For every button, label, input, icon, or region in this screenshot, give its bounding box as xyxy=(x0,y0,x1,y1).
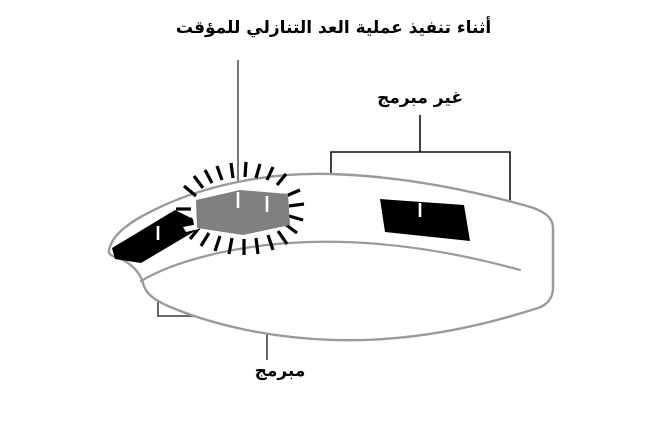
caption-programmed: مبرمج xyxy=(254,361,306,381)
flash-ray xyxy=(285,188,301,198)
segment-left-notch xyxy=(183,224,199,232)
flash-ray xyxy=(243,161,248,178)
flash-ray xyxy=(254,163,262,179)
flash-ray xyxy=(265,166,275,181)
flash-ray xyxy=(182,184,198,198)
flash-ray xyxy=(203,169,214,184)
caption-unprogrammed: غير مبرمج xyxy=(377,88,463,108)
flash-ray xyxy=(266,234,275,251)
flash-ray xyxy=(227,237,234,255)
flash-ray xyxy=(215,165,224,181)
caption-countdown-in-progress: أثناء تنفيذ عملية العد التنازلي للمؤقت xyxy=(175,18,492,38)
programmed-segment-right xyxy=(380,199,470,241)
flash-ray xyxy=(213,235,222,252)
flash-ray xyxy=(276,230,289,245)
leader-line-white-stubs xyxy=(156,192,422,240)
flash-ray xyxy=(254,237,260,255)
band-inner-fold-line xyxy=(139,240,522,283)
flash-ray xyxy=(229,162,235,179)
flash-ray xyxy=(199,232,211,247)
flash-ray xyxy=(192,175,205,189)
flash-ray xyxy=(288,214,304,222)
flash-ray xyxy=(188,226,201,241)
programmed-segment-left xyxy=(112,210,195,263)
flash-ray xyxy=(288,202,305,208)
flash-ray xyxy=(275,172,288,187)
flash-rays-group xyxy=(176,161,305,255)
